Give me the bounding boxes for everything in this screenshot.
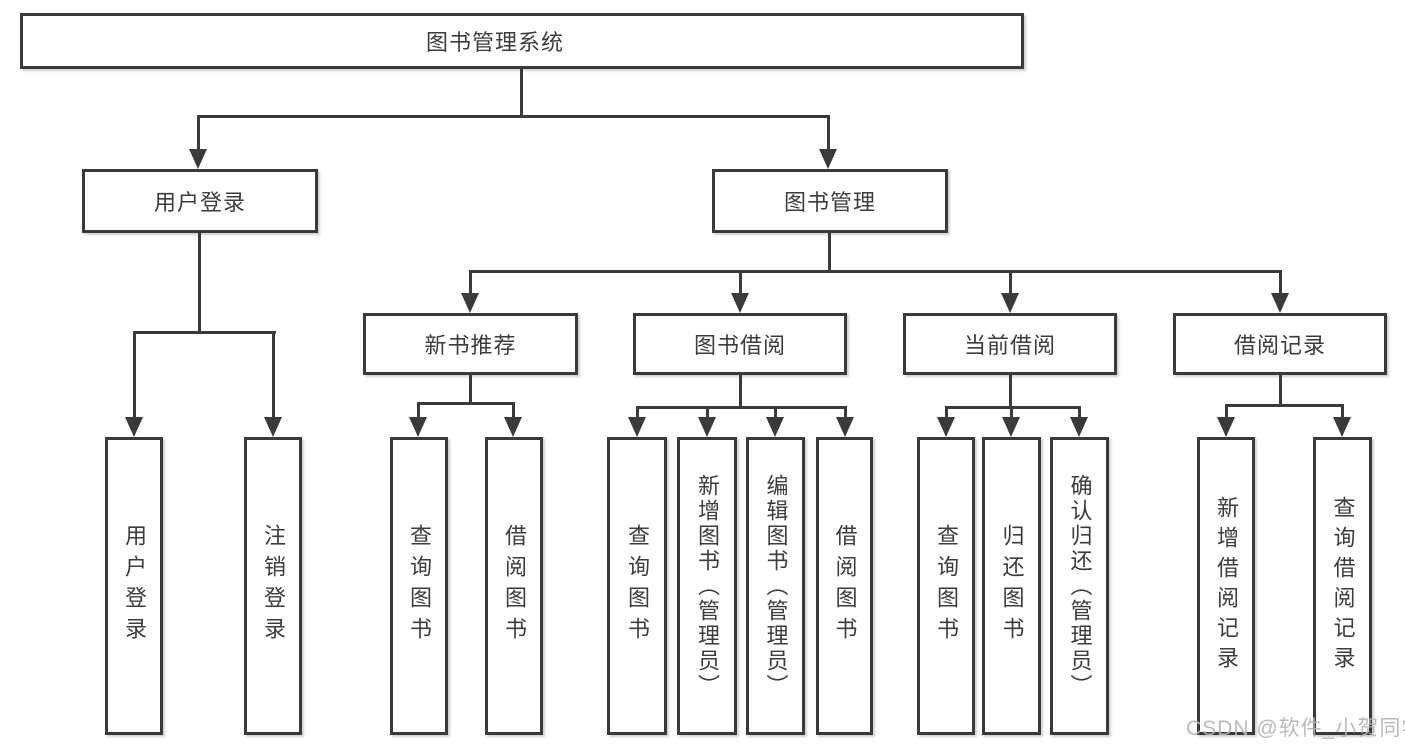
leaf-borrow-books-borrow-label: 借阅图书 [832, 524, 858, 648]
arrow-down-icon [461, 293, 479, 313]
arrow-down-icon [1001, 293, 1019, 313]
node-book-management: 图书管理 [712, 169, 948, 233]
arrow-down-icon [766, 417, 784, 437]
connector-line [1009, 270, 1012, 296]
leaf-add-books-admin: 新增图书（管理员） [677, 437, 737, 735]
connector-line [828, 233, 831, 272]
leaf-user-login-label: 用户登录 [122, 524, 147, 648]
leaf-edit-books-admin: 编辑图书（管理员） [746, 437, 805, 735]
connector-line [1009, 375, 1012, 409]
leaf-return-books: 归还图书 [982, 437, 1041, 735]
arrow-down-icon [1333, 417, 1351, 437]
arrow-down-icon [1002, 417, 1020, 437]
connector-line [706, 406, 709, 419]
leaf-user-login: 用户登录 [105, 437, 163, 735]
leaf-query-books-recommend-label: 查询图书 [407, 524, 432, 648]
arrow-down-icon [1271, 293, 1289, 313]
connector-line [469, 270, 472, 296]
arrow-down-icon [1217, 417, 1235, 437]
arrow-down-icon [1070, 417, 1088, 437]
arrow-down-icon [264, 417, 282, 437]
leaf-add-borrow-record: 新增借阅记录 [1197, 437, 1255, 735]
leaf-confirm-return-admin-label: 确认归还（管理员） [1067, 473, 1093, 699]
connector-line [844, 406, 847, 419]
node-user-login-label: 用户登录 [153, 190, 246, 215]
arrow-down-icon [836, 417, 854, 437]
leaf-query-books-current: 查询图书 [917, 437, 975, 735]
connector-line [133, 331, 136, 419]
connector-line [739, 375, 742, 409]
connector-line [636, 406, 639, 419]
leaf-query-books-current-label: 查询图书 [934, 524, 959, 648]
connector-line [945, 406, 948, 419]
node-book-borrowing: 图书借阅 [633, 313, 847, 375]
connector-line [1225, 404, 1344, 407]
arrow-down-icon [937, 417, 955, 437]
leaf-add-borrow-record-label: 新增借阅记录 [1214, 496, 1239, 676]
connector-line [827, 115, 830, 151]
leaf-query-books-recommend: 查询图书 [390, 437, 448, 735]
leaf-query-books-borrow: 查询图书 [607, 437, 667, 735]
node-borrowing-records: 借阅记录 [1173, 313, 1387, 375]
node-book-management-label: 图书管理 [783, 190, 876, 215]
arrow-down-icon [189, 149, 207, 169]
node-library-system-label: 图书管理系统 [425, 30, 564, 55]
node-current-borrowing-label: 当前借阅 [963, 333, 1056, 358]
connector-line [133, 331, 276, 334]
leaf-borrow-books-recommend: 借阅图书 [485, 437, 543, 735]
connector-line [417, 402, 515, 405]
node-library-system: 图书管理系统 [20, 13, 1024, 69]
leaf-logout-label: 注销登录 [261, 524, 286, 648]
leaf-borrow-books-recommend-label: 借阅图书 [502, 524, 527, 648]
connector-line [945, 406, 1081, 409]
leaf-logout: 注销登录 [244, 437, 302, 735]
node-user-login: 用户登录 [82, 169, 318, 233]
leaf-confirm-return-admin: 确认归还（管理员） [1050, 437, 1109, 735]
leaf-borrow-books-borrow: 借阅图书 [816, 437, 873, 735]
connector-line [739, 270, 742, 296]
node-borrowing-records-label: 借阅记录 [1233, 333, 1326, 358]
node-new-book-recommendation: 新书推荐 [363, 313, 578, 375]
arrow-down-icon [504, 417, 522, 437]
connector-line [469, 375, 472, 405]
connector-line [1225, 404, 1228, 419]
connector-line [272, 331, 275, 419]
connector-line [1078, 406, 1081, 419]
leaf-query-books-borrow-label: 查询图书 [625, 524, 650, 648]
arrow-down-icon [628, 417, 646, 437]
arrow-down-icon [698, 417, 716, 437]
connector-line [197, 115, 200, 151]
connector-line [520, 69, 523, 117]
connector-line [1010, 406, 1013, 419]
node-new-book-recommendation-label: 新书推荐 [424, 333, 517, 358]
connector-line [774, 406, 777, 419]
connector-line [512, 402, 515, 419]
connector-line [1279, 375, 1282, 406]
connector-line [636, 406, 847, 409]
connector-line [1279, 270, 1282, 296]
arrow-down-icon [731, 293, 749, 313]
csdn-watermark: CSDN @软件_小贺同学 [1186, 717, 1405, 740]
arrow-down-icon [409, 417, 427, 437]
leaf-query-borrow-record: 查询借阅记录 [1313, 437, 1372, 735]
node-book-borrowing-label: 图书借阅 [693, 333, 786, 358]
leaf-add-books-admin-label: 新增图书（管理员） [695, 473, 720, 699]
connector-line [197, 115, 830, 118]
leaf-return-books-label: 归还图书 [999, 524, 1025, 648]
connector-line [1341, 404, 1344, 419]
connector-line [417, 402, 420, 419]
node-current-borrowing: 当前借阅 [903, 313, 1117, 375]
arrow-down-icon [125, 417, 143, 437]
connector-line [469, 270, 1282, 273]
connector-line [198, 233, 201, 333]
leaf-edit-books-admin-label: 编辑图书（管理员） [763, 473, 789, 699]
leaf-query-borrow-record-label: 查询借阅记录 [1330, 496, 1356, 676]
arrow-down-icon [819, 149, 837, 169]
